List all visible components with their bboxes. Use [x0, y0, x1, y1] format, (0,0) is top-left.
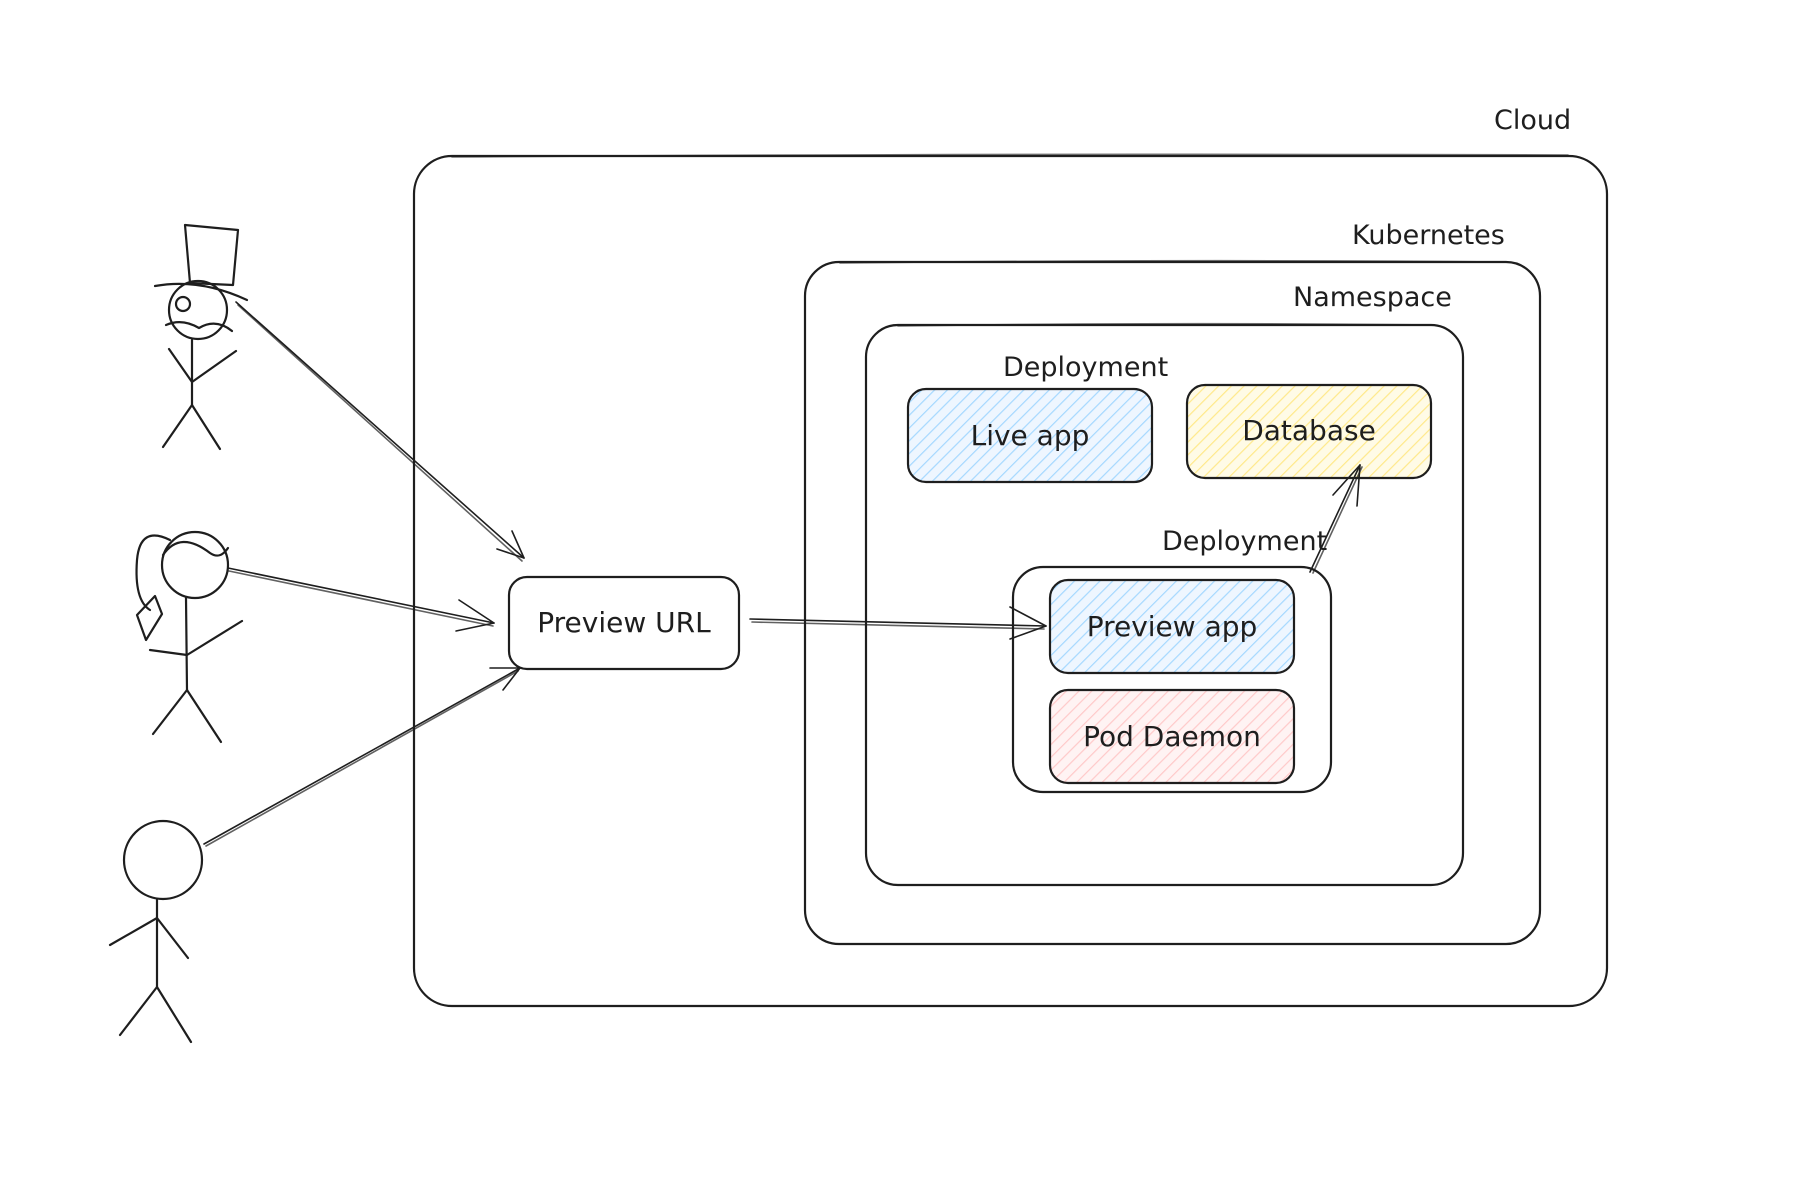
preview-url-label: Preview URL	[537, 606, 711, 639]
top-hat-stick-figure-icon	[153, 223, 249, 451]
cloud-label: Cloud	[1494, 105, 1571, 136]
deployment-preview-label: Deployment	[1162, 526, 1327, 557]
plain-stick-figure-icon	[108, 819, 204, 1044]
live-app-label: Live app	[971, 419, 1090, 452]
live-app-node: Live app	[906, 387, 1154, 484]
edge-plain-to-preview-url	[203, 667, 521, 847]
edge-preview-app-to-database	[1309, 464, 1363, 574]
preview-app-node: Preview app	[1048, 578, 1296, 675]
namespace-container: Namespace	[864, 282, 1465, 887]
edge-preview-url-to-preview-app	[749, 606, 1047, 640]
pod-daemon-node: Pod Daemon	[1048, 688, 1296, 785]
kubernetes-container: Kubernetes	[803, 220, 1542, 946]
database-node: Database	[1185, 383, 1433, 480]
namespace-label: Namespace	[1293, 282, 1452, 313]
pod-daemon-label: Pod Daemon	[1083, 720, 1261, 753]
ponytail-stick-figure-icon	[135, 530, 244, 744]
database-label: Database	[1242, 414, 1376, 447]
deployment-preview-container: Deployment	[1011, 526, 1333, 794]
edge-ponytail-to-preview-url	[227, 567, 495, 632]
edge-top-hat-to-preview-url	[235, 301, 525, 562]
kubernetes-label: Kubernetes	[1352, 220, 1505, 251]
deployment-live-label: Deployment	[1003, 352, 1168, 383]
cloud-container: Cloud	[412, 105, 1609, 1008]
preview-app-label: Preview app	[1087, 610, 1258, 643]
preview-url-node: Preview URL	[507, 575, 741, 671]
